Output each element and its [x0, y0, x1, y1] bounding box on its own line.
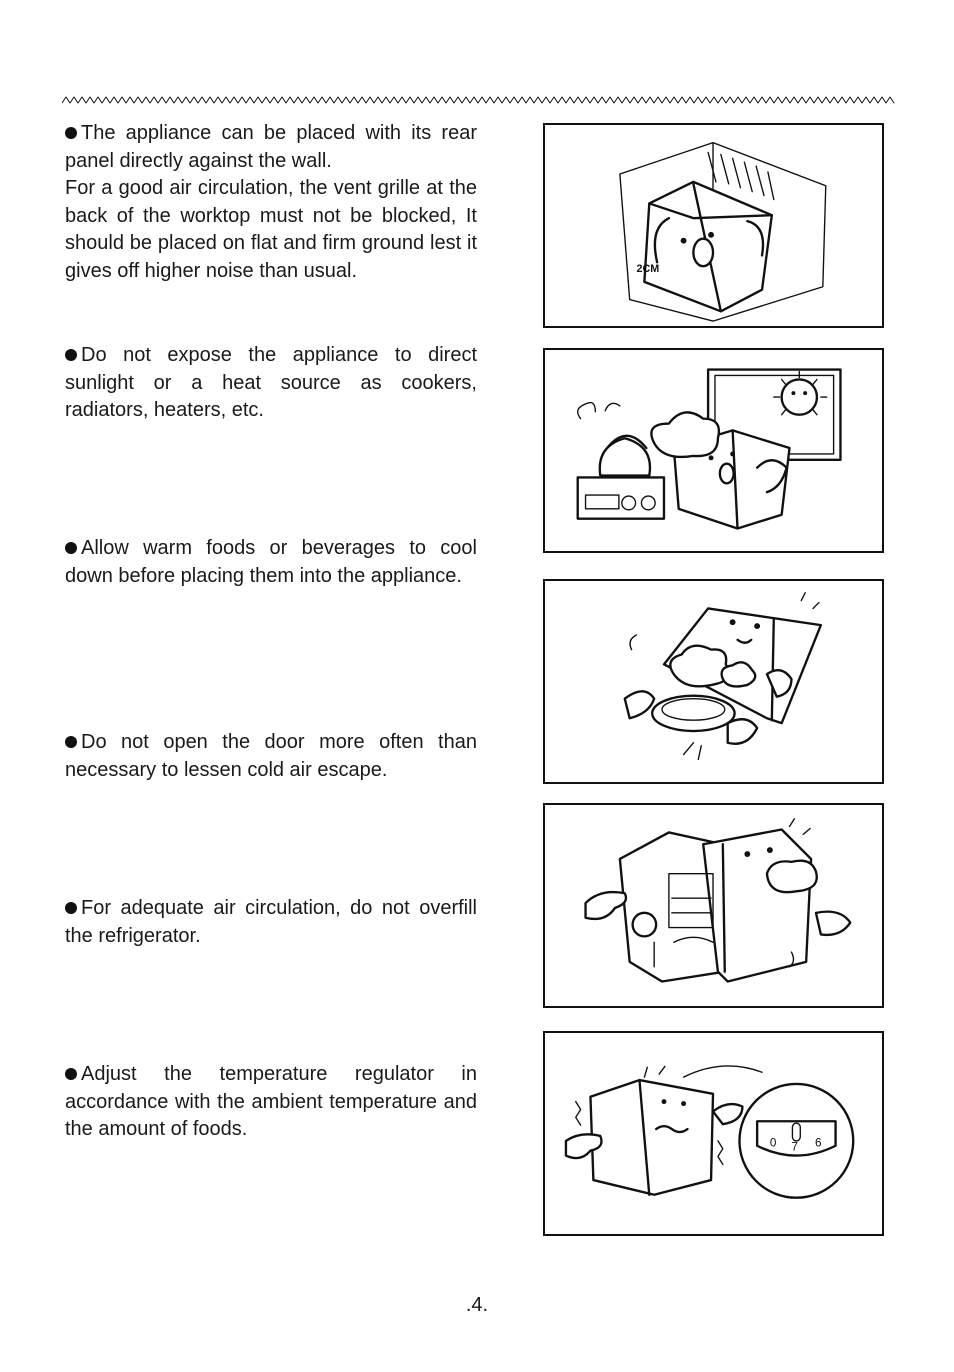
instruction-overfill: For adequate air circulation, do not ove…	[65, 895, 477, 950]
fridge-heat-illustration	[576, 368, 842, 530]
instruction-door: Do not open the door more often than nec…	[65, 729, 477, 784]
illustration-heat-source	[543, 348, 884, 553]
instruction-text: Do not open the door more often than nec…	[65, 731, 477, 781]
illustration-thermostat: 0 7 6	[543, 1031, 884, 1236]
illustration-wall-placement: 2CM	[543, 123, 884, 328]
instruction-text: Do not expose the appliance to direct su…	[65, 344, 477, 422]
bullet-icon	[65, 736, 77, 748]
header-zigzag-rule	[62, 96, 895, 104]
bullet-icon	[65, 902, 77, 914]
bullet-icon	[65, 349, 77, 361]
instruction-text: The appliance can be placed with its rea…	[65, 122, 477, 172]
page-number: .4.	[465, 1294, 489, 1316]
instruction-sunlight: Do not expose the appliance to direct su…	[65, 342, 477, 425]
instruction-warm-food: Allow warm foods or beverages to cool do…	[65, 535, 477, 590]
illustration-warm-food	[543, 579, 884, 784]
instruction-text: For adequate air circulation, do not ove…	[65, 897, 477, 947]
bullet-icon	[65, 1068, 77, 1080]
dial-mark-middle: 7	[791, 1141, 798, 1154]
fridge-corner-illustration: 2CM	[619, 141, 827, 322]
clearance-label: 2CM	[637, 263, 660, 275]
instruction-temperature: Adjust the temperature regulator in acco…	[65, 1061, 477, 1144]
fridge-hot-pot-illustration	[623, 592, 823, 761]
fridge-open-door-illustration	[584, 818, 852, 983]
dial-mark-right: 6	[815, 1137, 822, 1150]
dial-mark-left: 0	[770, 1137, 777, 1150]
illustration-door-open	[543, 803, 884, 1008]
instruction-extra-text: For a good air circulation, the vent gri…	[65, 177, 477, 282]
bullet-icon	[65, 127, 77, 139]
instruction-text: Allow warm foods or beverages to cool do…	[65, 537, 477, 587]
fridge-thermostat-illustration: 0 7 6	[564, 1065, 855, 1199]
bullet-icon	[65, 542, 77, 554]
instruction-text: Adjust the temperature regulator in acco…	[65, 1063, 477, 1141]
instruction-placement: The appliance can be placed with its rea…	[65, 120, 477, 286]
